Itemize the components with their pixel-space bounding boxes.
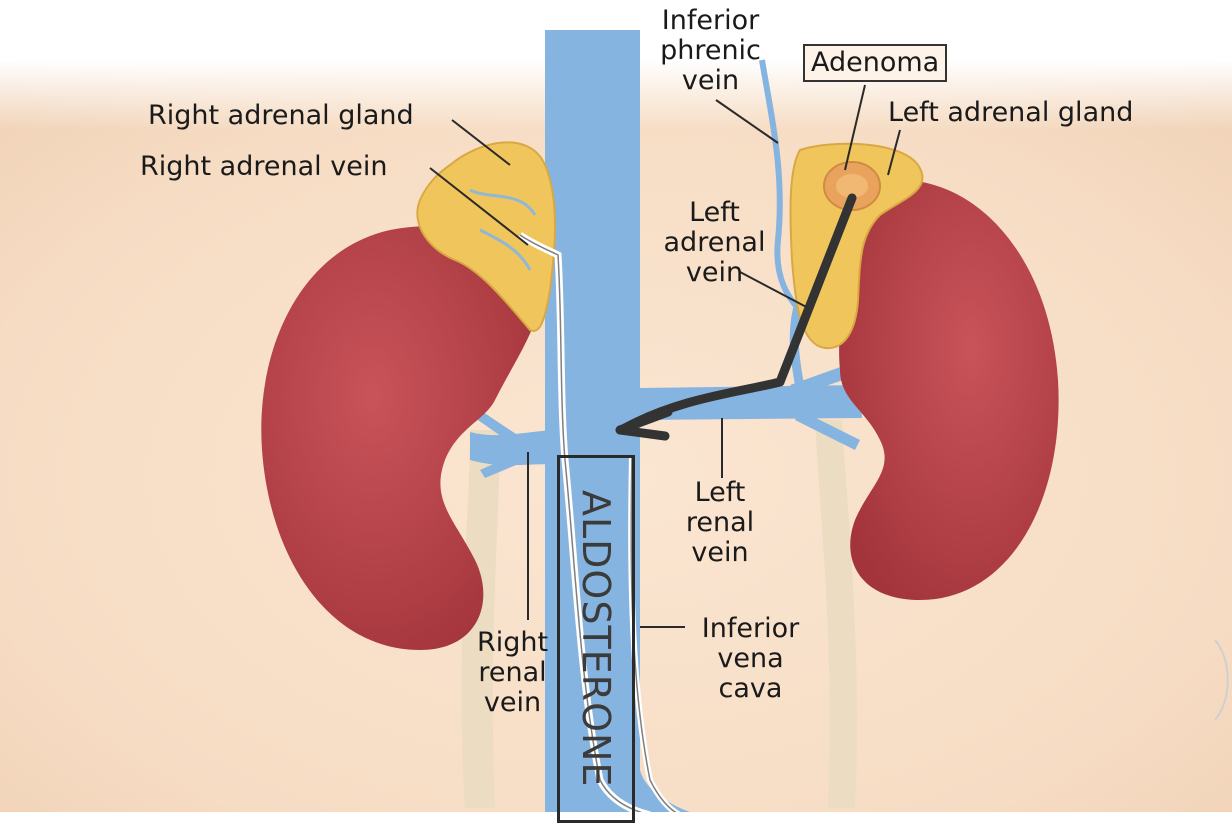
label-line: cava <box>688 674 813 704</box>
label-right-adrenal-vein: Right adrenal vein <box>140 152 387 182</box>
label-line: Left <box>665 478 775 508</box>
label-line: renal <box>665 508 775 538</box>
label-line: Inferior <box>648 6 773 36</box>
label-left-adrenal-vein: Left adrenal vein <box>652 198 777 288</box>
label-line: Right <box>465 628 560 658</box>
label-line: vein <box>665 538 775 568</box>
label-inferior-phrenic-vein: Inferior phrenic vein <box>648 6 773 96</box>
label-line: renal <box>465 658 560 688</box>
label-line: phrenic <box>648 36 773 66</box>
label-adenoma: Adenoma <box>803 44 947 82</box>
label-right-renal-vein: Right renal vein <box>465 628 560 718</box>
label-line: vein <box>465 688 560 718</box>
label-line: vena <box>688 644 813 674</box>
label-inferior-vena-cava: Inferior vena cava <box>688 614 813 704</box>
label-line: vein <box>652 258 777 288</box>
label-line: Left <box>652 198 777 228</box>
label-right-adrenal-gland: Right adrenal gland <box>148 101 414 131</box>
label-left-adrenal-gland: Left adrenal gland <box>888 98 1133 128</box>
aldosterone-label: ALDOSTERONE <box>557 455 635 823</box>
label-line: Inferior <box>688 614 813 644</box>
label-line: vein <box>648 66 773 96</box>
label-left-renal-vein: Left renal vein <box>665 478 775 568</box>
label-line: adrenal <box>652 228 777 258</box>
